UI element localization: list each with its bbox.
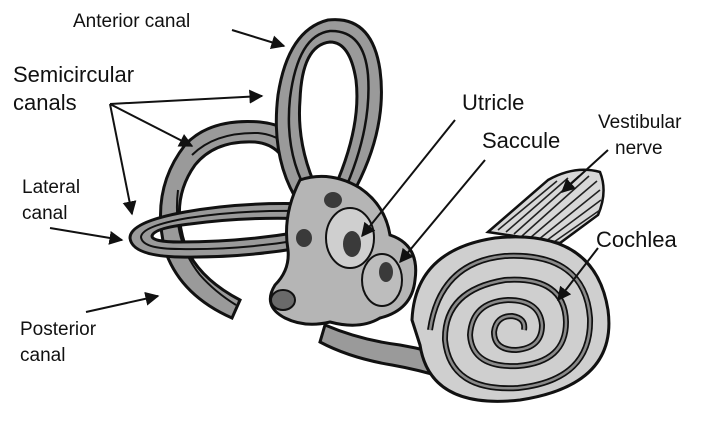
label-utricle: Utricle (462, 92, 524, 114)
vestibule-shape (270, 176, 415, 325)
arrow-semicircular-1 (110, 96, 262, 104)
vestibular-nerve-shape (488, 170, 604, 243)
label-lateral-canal-line1: Lateral (22, 178, 80, 197)
cochlea-shape (412, 237, 609, 401)
label-semicircular-canals-line2: canals (13, 92, 77, 114)
label-vestibular-nerve-line1: Vestibular (598, 113, 681, 132)
label-posterior-canal-line2: canal (20, 346, 65, 365)
arrow-semicircular-2 (110, 104, 192, 146)
arrow-lateral-canal (50, 228, 122, 240)
label-saccule: Saccule (482, 130, 560, 152)
label-semicircular-canals-line1: Semicircular (13, 64, 134, 86)
label-anterior-canal: Anterior canal (73, 12, 190, 31)
label-lateral-canal-line2: canal (22, 204, 67, 223)
arrow-semicircular-3 (110, 104, 132, 214)
label-cochlea: Cochlea (596, 229, 677, 251)
arrow-posterior-canal (86, 296, 158, 312)
label-posterior-canal-line1: Posterior (20, 320, 96, 339)
label-vestibular-nerve-line2: nerve (615, 139, 663, 158)
arrow-anterior-canal (232, 30, 284, 46)
